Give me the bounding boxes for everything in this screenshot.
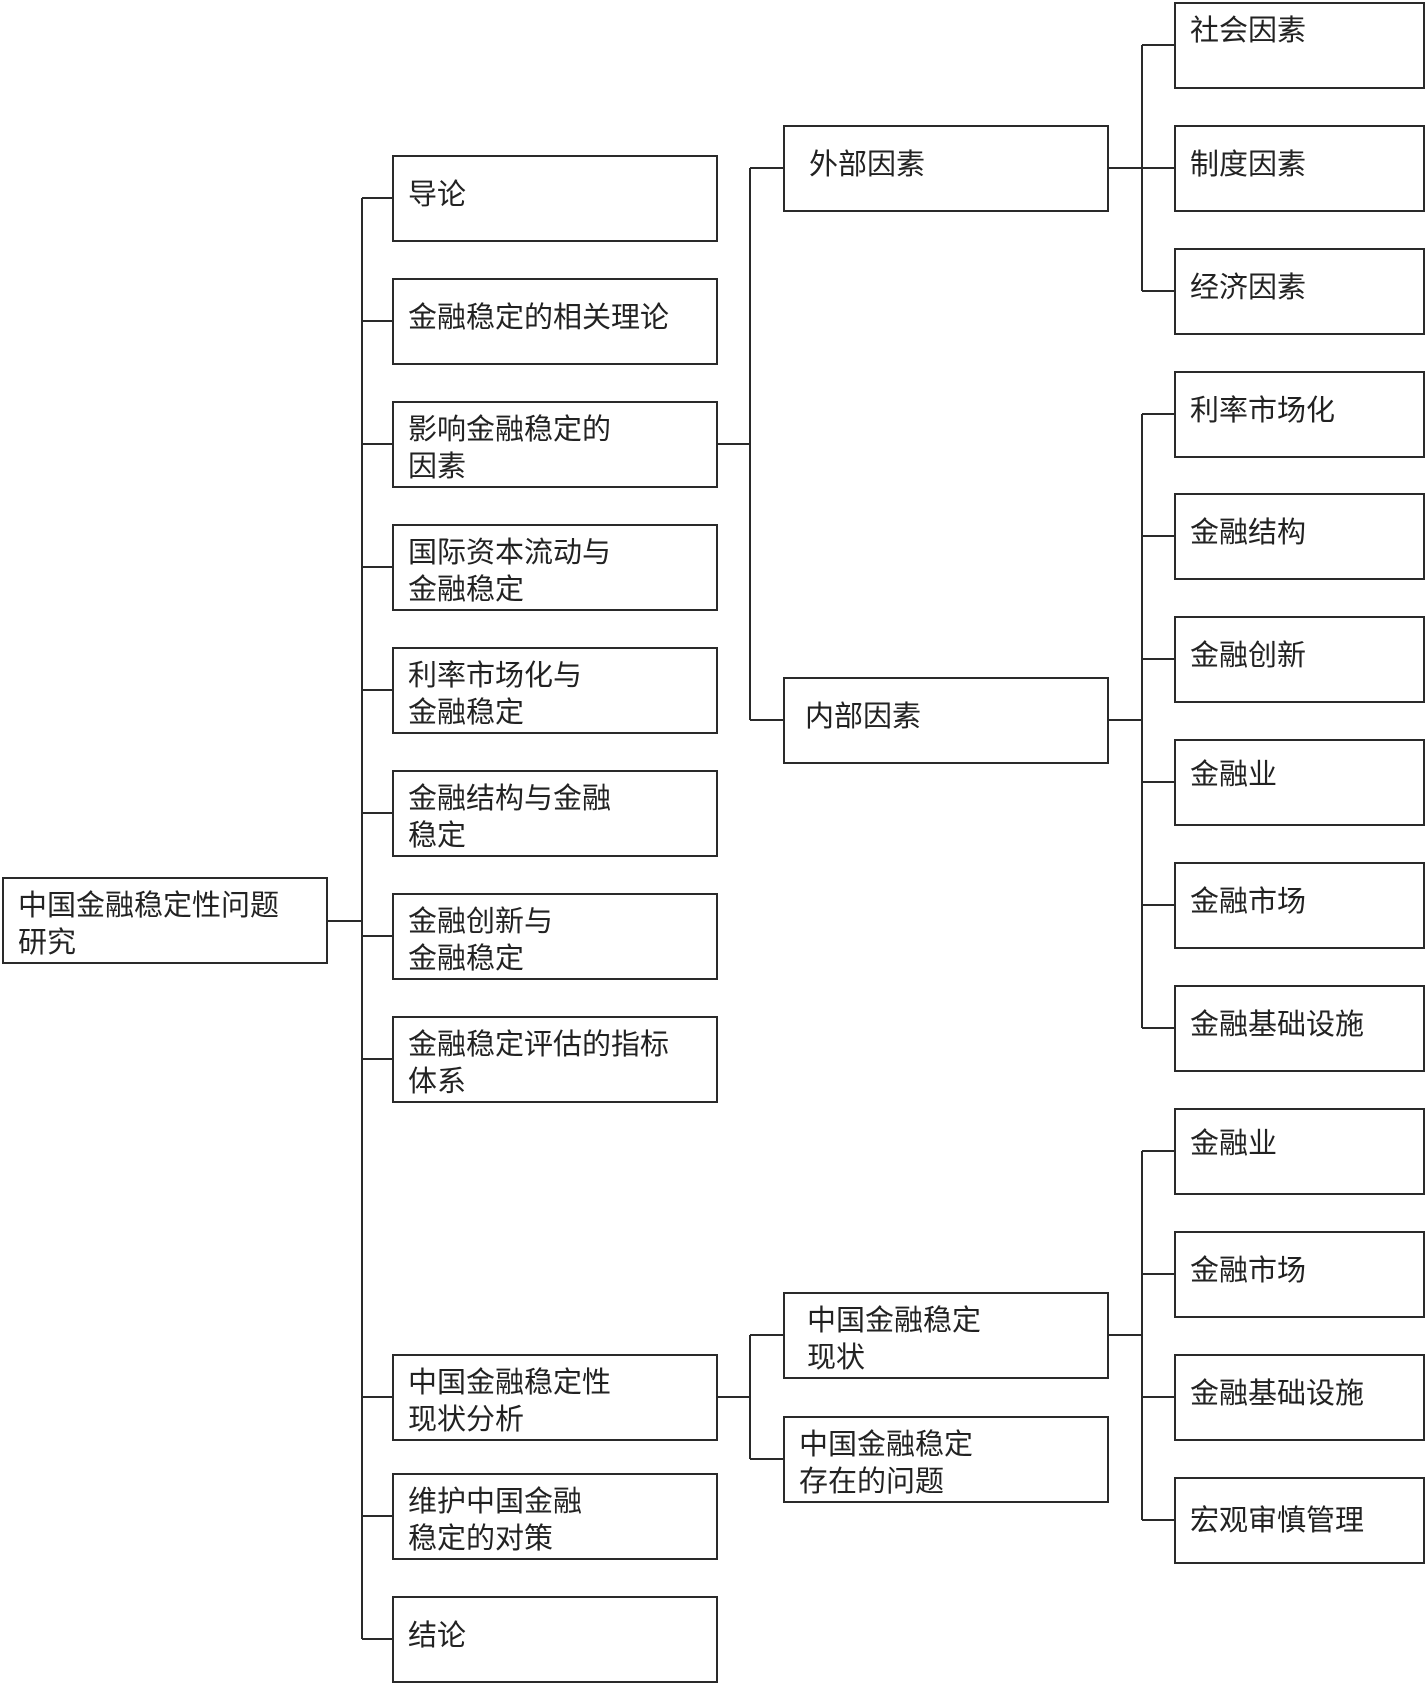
current-status-line1: 中国金融稳定 — [807, 1303, 982, 1337]
chapter-label-line2: 因素 — [408, 449, 467, 483]
chapter-node: 金融创新与 金融稳定 — [392, 893, 718, 980]
internal-factor-label: 金融创新 — [1190, 638, 1307, 672]
chapter-node: 国际资本流动与 金融稳定 — [392, 524, 718, 611]
chapter-node: 维护中国金融 稳定的对策 — [392, 1473, 718, 1560]
external-factor-item: 社会因素 — [1174, 2, 1425, 89]
external-factor-label: 制度因素 — [1190, 147, 1307, 181]
internal-factor-item: 金融创新 — [1174, 616, 1425, 703]
chapter-label: 金融稳定评估的指标 — [408, 1027, 670, 1061]
internal-factor-item: 金融基础设施 — [1174, 985, 1425, 1072]
internal-factor-label: 利率市场化 — [1190, 393, 1336, 427]
external-factors-label: 外部因素 — [809, 147, 926, 181]
chapter-node: 结论 — [392, 1596, 718, 1683]
chapter-label-line2: 体系 — [408, 1064, 467, 1098]
current-status-item: 金融基础设施 — [1174, 1354, 1425, 1441]
current-status-item-label: 金融业 — [1190, 1126, 1278, 1160]
external-factor-item: 经济因素 — [1174, 248, 1425, 335]
internal-factors-label: 内部因素 — [805, 699, 922, 733]
internal-factor-item: 金融市场 — [1174, 862, 1425, 949]
chapter-label: 导论 — [408, 177, 467, 211]
chapter-label: 维护中国金融 — [408, 1484, 583, 1518]
internal-factors-node: 内部因素 — [783, 677, 1109, 764]
chapter-label-line2: 稳定 — [408, 818, 467, 852]
chapter-label: 金融稳定的相关理论 — [408, 300, 670, 334]
chapter-label: 影响金融稳定的 — [408, 412, 612, 446]
chapter-node: 金融结构与金融 稳定 — [392, 770, 718, 857]
existing-problems-line2: 存在的问题 — [799, 1464, 945, 1498]
chapter-label-line2: 金融稳定 — [408, 941, 525, 975]
chapter-label: 金融创新与 — [408, 904, 554, 938]
external-factors-node: 外部因素 — [783, 125, 1109, 212]
root-topic-node: 中国金融稳定性问题 研究 — [2, 877, 328, 964]
internal-factor-item: 利率市场化 — [1174, 371, 1425, 458]
existing-problems-node: 中国金融稳定 存在的问题 — [783, 1416, 1109, 1503]
internal-factor-label: 金融市场 — [1190, 884, 1307, 918]
root-topic-line1: 中国金融稳定性问题 — [18, 888, 280, 922]
current-status-item-label: 金融基础设施 — [1190, 1376, 1365, 1410]
current-status-item: 宏观审慎管理 — [1174, 1477, 1425, 1564]
chapter-node: 影响金融稳定的 因素 — [392, 401, 718, 488]
existing-problems-line1: 中国金融稳定 — [799, 1427, 974, 1461]
current-status-item: 金融市场 — [1174, 1231, 1425, 1318]
current-status-item-label: 金融市场 — [1190, 1253, 1307, 1287]
chapter-label-line2: 金融稳定 — [408, 572, 525, 606]
chapter-label: 金融结构与金融 — [408, 781, 612, 815]
chapter-node: 金融稳定的相关理论 — [392, 278, 718, 365]
current-status-item-label: 宏观审慎管理 — [1190, 1503, 1365, 1537]
external-factor-item: 制度因素 — [1174, 125, 1425, 212]
internal-factor-label: 金融业 — [1190, 757, 1278, 791]
internal-factor-item: 金融结构 — [1174, 493, 1425, 580]
chapter-label: 中国金融稳定性 — [408, 1365, 612, 1399]
chapter-node: 金融稳定评估的指标 体系 — [392, 1016, 718, 1103]
chapter-node: 导论 — [392, 155, 718, 242]
chapter-label-line2: 现状分析 — [408, 1402, 525, 1436]
chapter-label: 结论 — [408, 1618, 467, 1652]
internal-factor-label: 金融基础设施 — [1190, 1007, 1365, 1041]
current-status-line2: 现状 — [807, 1340, 866, 1374]
chapter-node: 利率市场化与 金融稳定 — [392, 647, 718, 734]
current-status-item: 金融业 — [1174, 1108, 1425, 1195]
current-status-node: 中国金融稳定 现状 — [783, 1292, 1109, 1379]
external-factor-label: 经济因素 — [1190, 270, 1307, 304]
chapter-label: 利率市场化与 — [408, 658, 583, 692]
chapter-label-line2: 金融稳定 — [408, 695, 525, 729]
chapter-label-line2: 稳定的对策 — [408, 1521, 554, 1555]
chapter-node: 中国金融稳定性 现状分析 — [392, 1354, 718, 1441]
internal-factor-item: 金融业 — [1174, 739, 1425, 826]
root-topic-line2: 研究 — [18, 925, 77, 959]
external-factor-label: 社会因素 — [1190, 13, 1307, 47]
internal-factor-label: 金融结构 — [1190, 515, 1307, 549]
chapter-label: 国际资本流动与 — [408, 535, 612, 569]
